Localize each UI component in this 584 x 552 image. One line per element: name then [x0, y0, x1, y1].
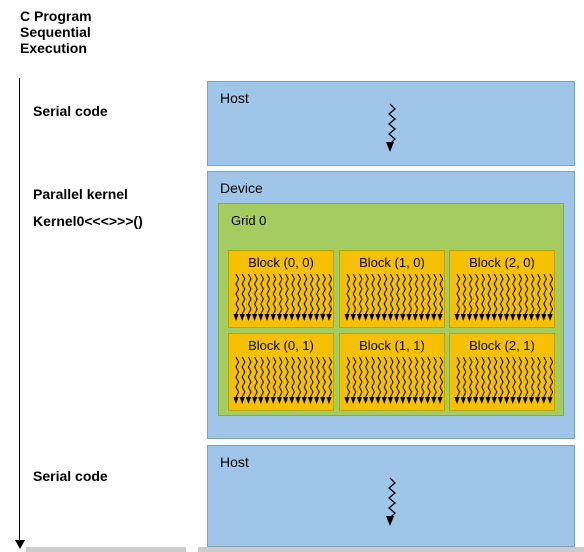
serial-code-label-top: Serial code: [33, 103, 108, 119]
bottom-bar-left: [26, 547, 186, 552]
host-label-top: Host: [220, 90, 249, 106]
host-thread-icon: [386, 477, 397, 526]
title-line-3: Execution: [20, 40, 87, 56]
block-2-1: Block (2, 1): [449, 333, 555, 411]
block-label: Block (1, 1): [359, 338, 425, 353]
device-box: Device Grid 0 Block (0, 0) Block (1, 0) …: [207, 171, 575, 439]
grid-label: Grid 0: [231, 213, 267, 228]
block-label: Block (0, 1): [248, 338, 314, 353]
device-label: Device: [220, 180, 263, 196]
block-1-0: Block (1, 0): [339, 250, 445, 328]
serial-code-label-bottom: Serial code: [33, 468, 108, 484]
block-label: Block (2, 1): [469, 338, 535, 353]
bottom-bar-right: [198, 547, 584, 552]
title-line-1: C Program: [20, 8, 92, 24]
host-box-top: Host: [207, 81, 575, 166]
kernel-call-label: Kernel0<<<>>>(): [33, 213, 143, 229]
thread-warp-icon: [344, 356, 443, 404]
execution-timeline: [19, 78, 20, 544]
timeline-arrowhead: [15, 540, 25, 549]
block-0-1: Block (0, 1): [228, 333, 334, 411]
parallel-kernel-label: Parallel kernel: [33, 186, 128, 202]
host-label-bottom: Host: [220, 454, 249, 470]
host-thread-icon: [386, 103, 397, 152]
thread-warp-icon: [233, 356, 332, 404]
thread-warp-icon: [233, 273, 332, 321]
block-2-0: Block (2, 0): [449, 250, 555, 328]
diagram-title: C Program Sequential Execution: [20, 8, 92, 56]
block-label: Block (2, 0): [469, 255, 535, 270]
block-0-0: Block (0, 0): [228, 250, 334, 328]
thread-warp-icon: [454, 273, 553, 321]
block-label: Block (1, 0): [359, 255, 425, 270]
block-1-1: Block (1, 1): [339, 333, 445, 411]
grid-0: Grid 0 Block (0, 0) Block (1, 0) Block (…: [218, 203, 564, 416]
title-line-2: Sequential: [20, 24, 91, 40]
thread-warp-icon: [344, 273, 443, 321]
host-box-bottom: Host: [207, 445, 575, 547]
block-label: Block (0, 0): [248, 255, 314, 270]
thread-warp-icon: [454, 356, 553, 404]
